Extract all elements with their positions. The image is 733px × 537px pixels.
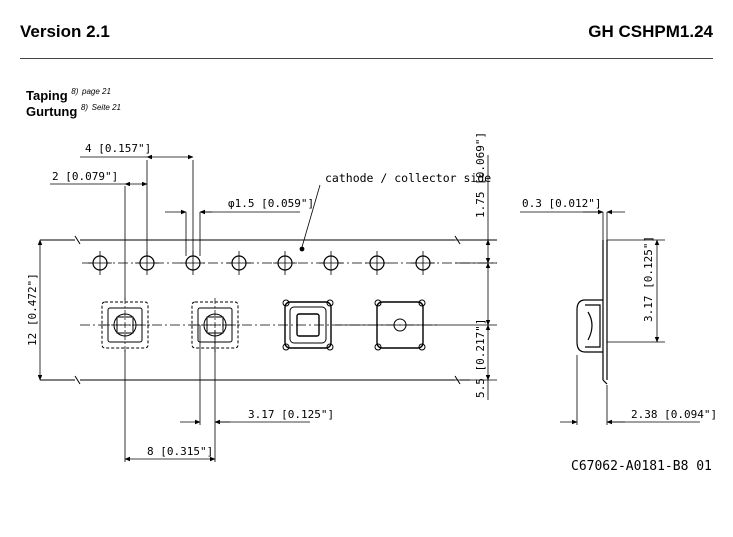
header-rule — [20, 58, 713, 59]
dim-3-17-side-label: 3.17 [0.125"] — [642, 236, 655, 322]
tape-break-left — [74, 235, 81, 385]
side-view-tape — [576, 240, 608, 385]
dim-hole-diameter-label: φ1.5 [0.059"] — [228, 197, 314, 210]
dim-12-label: 12 [0.472"] — [26, 273, 39, 346]
dim-pitch-4-label: 4 [0.157"] — [85, 142, 151, 155]
dim-8-label: 8 [0.315"] — [147, 445, 213, 458]
page-ref-en: page 21 — [82, 87, 111, 96]
sprocket-crosshairs — [88, 251, 435, 275]
dim-1-75-label: 1.75 [0.069"] — [474, 132, 487, 218]
footnote-ref-de: 8) — [80, 103, 89, 112]
section-title-de: Gurtung — [26, 104, 78, 119]
dim-3-17-label: 3.17 [0.125"] — [248, 408, 334, 421]
section-title-en: Taping — [26, 88, 68, 103]
section-title-taping: Taping 8) page 21 — [26, 87, 111, 103]
pocket-with-part-3 — [282, 299, 334, 351]
side-view-dimensions — [520, 209, 700, 425]
page-ref-de: Seite 21 — [91, 103, 121, 112]
dimension-lines — [37, 154, 497, 462]
dim-2-38-label: 2.38 [0.094"] — [631, 408, 717, 421]
tape-break-right — [454, 235, 461, 385]
pocket-with-part-1 — [100, 298, 150, 352]
section-title-gurtung: Gurtung 8) Seite 21 — [26, 103, 121, 119]
footnote-ref-en: 8) — [71, 87, 79, 96]
drawing-number: C67062-A0181-B8 01 — [571, 459, 712, 474]
dim-0-3-label: 0.3 [0.012"] — [522, 197, 601, 210]
dim-5-5-label: 5.5 [0.217"] — [474, 319, 487, 398]
cathode-side-label: cathode / collector side — [325, 171, 491, 185]
version-label: Version 2.1 — [20, 22, 110, 41]
dim-2-label: 2 [0.079"] — [52, 170, 118, 183]
part-number: GH CSHPM1.24 — [588, 22, 713, 41]
